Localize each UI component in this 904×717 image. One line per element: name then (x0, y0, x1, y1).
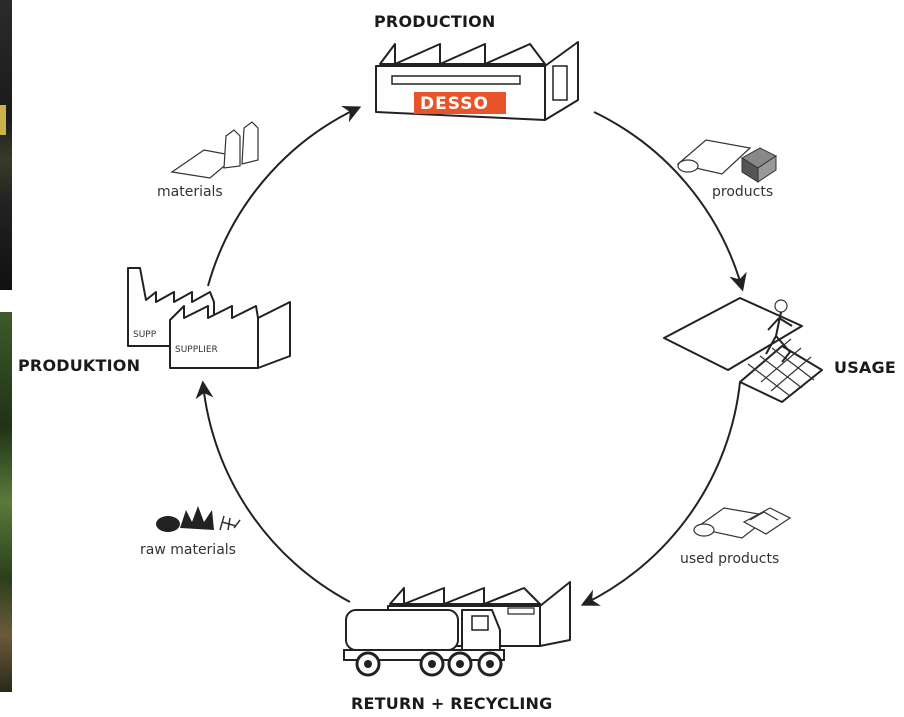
flow-products-label: products (712, 184, 774, 200)
stage-produktion-label: PRODUKTION (18, 356, 141, 375)
background-photo-top (0, 0, 12, 290)
stage-usage-label: USAGE (834, 358, 896, 377)
materials-icon (170, 121, 259, 179)
flow-used-products-label: used products (680, 551, 780, 567)
desso-brand-text: DESSO (420, 94, 489, 114)
products-icon (676, 139, 777, 183)
stage-production-label: PRODUCTION (374, 12, 496, 31)
arc-produktion-to-production (207, 106, 362, 287)
background-photo-bottom (0, 312, 12, 692)
arc-production-to-usage (593, 111, 747, 292)
stage-return-recycling-label: RETURN + RECYCLING (351, 694, 553, 713)
desso-brand-box (414, 92, 506, 114)
flow-raw-materials-label: raw materials (140, 542, 236, 558)
arc-recycling-to-produktion (195, 380, 351, 603)
flow-materials-label: materials (157, 184, 223, 200)
truck-tank (345, 609, 459, 651)
usage-carpet-icon (663, 297, 823, 403)
raw-materials-icon (156, 506, 241, 532)
person-head-icon (774, 299, 788, 313)
supplier-label-front: SUPPLIER (175, 345, 218, 355)
supplier-factories-icon (127, 267, 291, 369)
used-products-icon (693, 507, 792, 539)
recycling-truck-icon (343, 581, 571, 677)
desso-factory-icon (375, 41, 579, 121)
supplier-label-back: SUPP (133, 330, 157, 340)
arc-usage-to-recycling (580, 381, 741, 606)
